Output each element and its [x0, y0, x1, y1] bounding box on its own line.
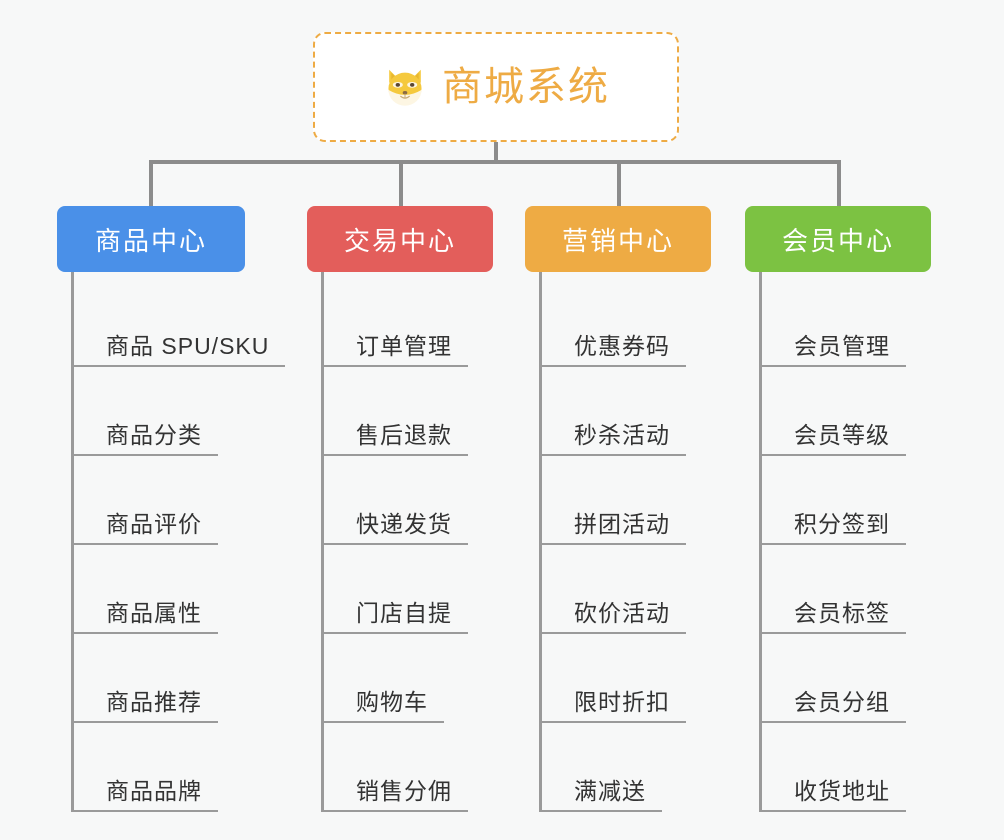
leaf-label: 销售分佣	[356, 778, 452, 804]
category-box-product[interactable]: 商品中心	[57, 206, 245, 272]
leaf-label: 拼团活动	[574, 511, 670, 537]
leaf-label: 订单管理	[356, 333, 452, 359]
leaf-underline	[762, 721, 906, 723]
connector-drop-2	[399, 160, 403, 206]
leaf-underline	[74, 632, 218, 634]
leaf-label: 快递发货	[356, 511, 452, 537]
leaf-underline	[324, 632, 468, 634]
leaf-label: 限时折扣	[574, 689, 670, 715]
leaf-underline	[74, 721, 218, 723]
category-label: 会员中心	[781, 225, 894, 256]
list-item[interactable]: 会员分组	[762, 634, 931, 723]
leaf-label: 积分签到	[794, 511, 890, 537]
connector-horizontal-bus	[149, 160, 841, 164]
leaf-label: 满减送	[574, 778, 646, 804]
leaf-underline	[324, 365, 468, 367]
list-item[interactable]: 限时折扣	[542, 634, 711, 723]
leaf-label: 售后退款	[356, 422, 452, 448]
leaf-underline	[74, 543, 218, 545]
leaf-underline	[542, 365, 686, 367]
category-box-member[interactable]: 会员中心	[745, 206, 931, 272]
category-label: 商品中心	[94, 225, 207, 256]
category-label: 营销中心	[561, 225, 674, 256]
list-item[interactable]: 商品推荐	[74, 634, 285, 723]
list-item[interactable]: 秒杀活动	[542, 367, 711, 456]
root-title: 商城系统	[442, 65, 610, 109]
leaf-list-product: 商品 SPU/SKU 商品分类 商品评价 商品属性 商品推荐 商品品牌	[71, 272, 285, 812]
list-item[interactable]: 商品评价	[74, 456, 285, 545]
leaf-underline	[542, 632, 686, 634]
list-item[interactable]: 商品属性	[74, 545, 285, 634]
leaf-label: 购物车	[356, 689, 428, 715]
list-item[interactable]: 会员标签	[762, 545, 931, 634]
connector-drop-4	[837, 160, 841, 206]
category-box-marketing[interactable]: 营销中心	[525, 206, 711, 272]
leaf-list-marketing: 优惠券码 秒杀活动 拼团活动 砍价活动 限时折扣 满减送	[539, 272, 711, 812]
leaf-underline	[762, 543, 906, 545]
list-item[interactable]: 满减送	[542, 723, 711, 812]
leaf-list-trade: 订单管理 售后退款 快递发货 门店自提 购物车 销售分佣	[321, 272, 493, 812]
list-item[interactable]: 积分签到	[762, 456, 931, 545]
root-node[interactable]: 商城系统	[313, 32, 679, 142]
list-item[interactable]: 砍价活动	[542, 545, 711, 634]
leaf-label: 商品 SPU/SKU	[106, 333, 270, 359]
leaf-underline	[324, 543, 468, 545]
leaf-label: 砍价活动	[574, 600, 670, 626]
leaf-underline	[74, 454, 218, 456]
leaf-underline	[762, 365, 906, 367]
category-column-marketing: 营销中心 优惠券码 秒杀活动 拼团活动 砍价活动 限时折扣	[525, 206, 711, 812]
list-item[interactable]: 拼团活动	[542, 456, 711, 545]
leaf-underline	[762, 632, 906, 634]
connector-drop-1	[149, 160, 153, 206]
leaf-underline	[762, 810, 906, 812]
leaf-label: 商品品牌	[106, 778, 202, 804]
leaf-underline	[542, 454, 686, 456]
leaf-underline	[542, 543, 686, 545]
list-item[interactable]: 购物车	[324, 634, 493, 723]
list-item[interactable]: 门店自提	[324, 545, 493, 634]
leaf-underline	[542, 810, 662, 812]
list-item[interactable]: 订单管理	[324, 278, 493, 367]
connector-drop-3	[617, 160, 621, 206]
leaf-label: 收货地址	[794, 778, 890, 804]
list-item[interactable]: 会员管理	[762, 278, 931, 367]
category-label: 交易中心	[343, 225, 456, 256]
connector-root-stem	[494, 142, 498, 162]
list-item[interactable]: 销售分佣	[324, 723, 493, 812]
leaf-underline	[762, 454, 906, 456]
list-item[interactable]: 商品分类	[74, 367, 285, 456]
category-column-product: 商品中心 商品 SPU/SKU 商品分类 商品评价 商品属性 商品推荐	[57, 206, 285, 812]
leaf-label: 商品属性	[106, 600, 202, 626]
leaf-underline	[324, 454, 468, 456]
leaf-label: 商品评价	[106, 511, 202, 537]
leaf-label: 会员管理	[794, 333, 890, 359]
leaf-underline	[74, 365, 285, 367]
leaf-label: 商品分类	[106, 422, 202, 448]
list-item[interactable]: 商品品牌	[74, 723, 285, 812]
leaf-label: 会员分组	[794, 689, 890, 715]
leaf-label: 会员标签	[794, 600, 890, 626]
list-item[interactable]: 快递发货	[324, 456, 493, 545]
leaf-label: 秒杀活动	[574, 422, 670, 448]
leaf-underline	[74, 810, 218, 812]
leaf-label: 门店自提	[356, 600, 452, 626]
leaf-label: 优惠券码	[574, 333, 670, 359]
leaf-underline	[324, 721, 444, 723]
category-column-trade: 交易中心 订单管理 售后退款 快递发货 门店自提 购物车	[307, 206, 493, 812]
shiba-dog-icon	[388, 69, 422, 106]
category-column-member: 会员中心 会员管理 会员等级 积分签到 会员标签 会员分组	[745, 206, 931, 812]
list-item[interactable]: 售后退款	[324, 367, 493, 456]
leaf-label: 会员等级	[794, 422, 890, 448]
list-item[interactable]: 商品 SPU/SKU	[74, 278, 285, 367]
list-item[interactable]: 会员等级	[762, 367, 931, 456]
list-item[interactable]: 收货地址	[762, 723, 931, 812]
category-box-trade[interactable]: 交易中心	[307, 206, 493, 272]
list-item[interactable]: 优惠券码	[542, 278, 711, 367]
leaf-underline	[324, 810, 468, 812]
leaf-list-member: 会员管理 会员等级 积分签到 会员标签 会员分组 收货地址	[759, 272, 931, 812]
leaf-underline	[542, 721, 686, 723]
leaf-label: 商品推荐	[106, 689, 202, 715]
